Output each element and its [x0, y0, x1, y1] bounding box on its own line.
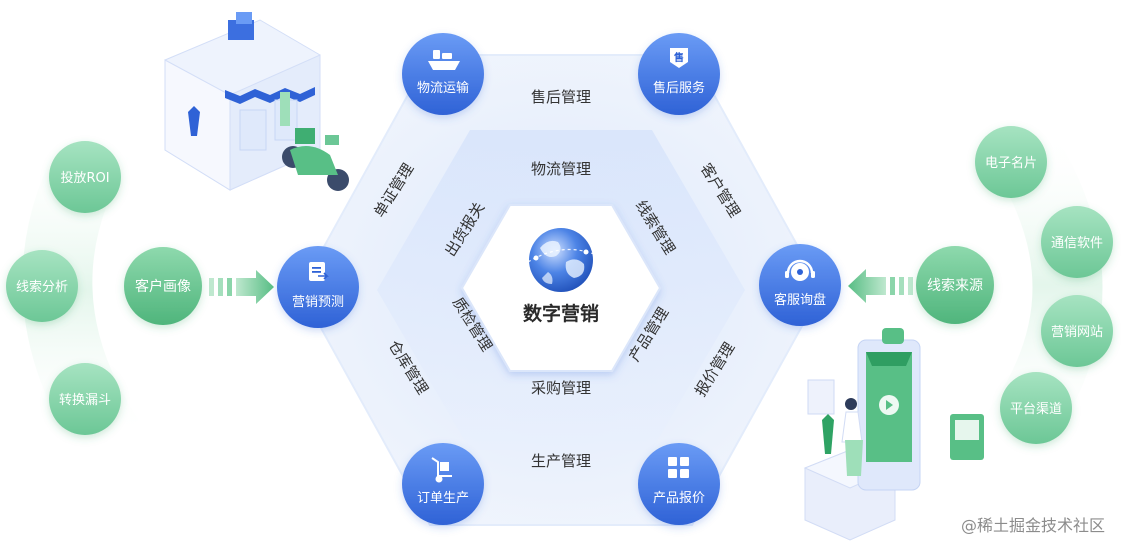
headset-icon	[785, 259, 815, 281]
node-product-quotation: 产品报价	[638, 443, 720, 525]
after-sales-tag-icon: 售	[670, 48, 688, 68]
node-platform-channels: 平台渠道	[1000, 372, 1072, 444]
svg-text:售: 售	[674, 51, 684, 64]
hand-truck-icon	[431, 457, 452, 483]
node-label-e-business-card: 电子名片	[985, 155, 1037, 171]
node-label-conversion-funnel: 转换漏斗	[59, 392, 111, 408]
node-label-product-quotation: 产品报价	[653, 491, 705, 506]
globe-icon	[527, 228, 595, 292]
node-ad-roi: 投放ROI	[49, 141, 121, 213]
node-marketing-website: 营销网站	[1041, 295, 1113, 367]
node-customer-inquiry: 客服询盘	[759, 244, 841, 326]
outer-label-production: 生产管理	[531, 452, 591, 470]
node-lead-source: 线索来源	[916, 246, 994, 324]
node-label-platform-channels: 平台渠道	[1010, 402, 1062, 417]
node-label-messaging-software: 通信软件	[1051, 236, 1103, 251]
node-label-lead-source: 线索来源	[927, 277, 983, 294]
node-label-customer-inquiry: 客服询盘	[774, 292, 826, 308]
node-label-marketing-website: 营销网站	[1051, 325, 1103, 340]
node-e-business-card: 电子名片	[975, 126, 1047, 198]
storefront-illustration	[164, 12, 349, 191]
inner-label-logistics: 物流管理	[531, 160, 591, 178]
arrow-left-to-forecast	[209, 270, 274, 304]
scooter-illustration	[282, 128, 349, 191]
node-label-ad-roi: 投放ROI	[60, 170, 109, 186]
node-label-after-sales-service: 售后服务	[653, 80, 705, 96]
node-order-production: 订单生产	[402, 443, 484, 525]
node-label-lead-analysis: 线索分析	[16, 280, 68, 295]
node-label-logistics-transport: 物流运输	[417, 80, 469, 96]
inner-label-procurement: 采购管理	[531, 379, 591, 397]
node-logistics-transport: 物流运输	[402, 33, 484, 115]
node-marketing-forecast: 营销预测	[277, 246, 359, 328]
node-after-sales-service: 售 售后服务	[638, 33, 720, 115]
node-conversion-funnel: 转换漏斗	[49, 363, 121, 435]
node-lead-analysis: 线索分析	[6, 250, 78, 322]
node-label-customer-profile: 客户画像	[135, 278, 191, 295]
node-label-order-production: 订单生产	[417, 491, 469, 506]
document-arrow-icon	[309, 262, 329, 281]
watermark: @稀土掘金技术社区	[961, 516, 1105, 535]
center-label: 数字营销	[523, 302, 599, 325]
node-label-marketing-forecast: 营销预测	[292, 295, 344, 310]
ship-icon	[428, 50, 460, 70]
node-messaging-software: 通信软件	[1041, 206, 1113, 278]
node-customer-profile: 客户画像	[124, 247, 202, 325]
arrow-source-to-inquiry	[848, 269, 913, 303]
mobile-shop-illustration	[803, 328, 984, 541]
outer-label-after-sales: 售后管理	[531, 88, 591, 106]
calculator-icon	[668, 457, 689, 478]
